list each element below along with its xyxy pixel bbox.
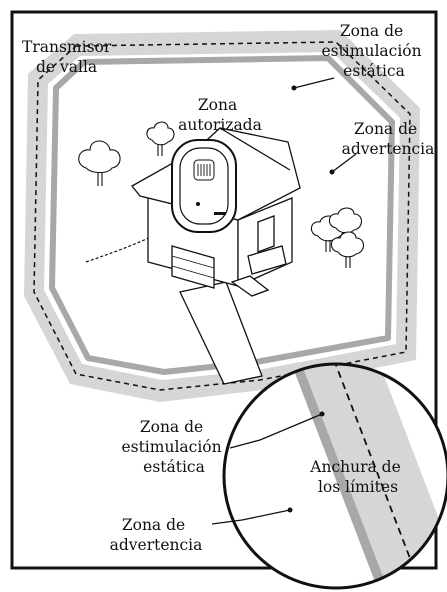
leader-line-static-bottom (229, 413, 323, 449)
label-static-zone-top: Zona de estimulación estática (321, 22, 426, 80)
warning-zone-line (49, 55, 395, 375)
tree-icon (146, 121, 175, 156)
label-transmitter: Transmisor de valla (22, 38, 116, 76)
boundary-detail (290, 364, 447, 588)
leader-line-warning-top (331, 153, 357, 173)
tree-icon (330, 231, 365, 268)
static-zone-line (33, 41, 411, 391)
fence-transmitter-icon (171, 139, 237, 233)
leader-line-warning-bottom (211, 509, 291, 525)
label-boundary-width: Anchura de los límites (309, 458, 405, 496)
transmitter-wire (85, 219, 183, 263)
label-warning-zone-top: Zona de advertencia (342, 120, 435, 158)
label-warning-zone-bottom: Zona de advertencia (110, 516, 203, 554)
label-authorized-zone: Zona autorizada (178, 96, 262, 134)
leader-line-static-top (293, 77, 335, 89)
label-static-zone-bottom: Zona de estimulación estática (121, 418, 226, 476)
tree-icon (78, 140, 121, 186)
magnifier-outline (222, 362, 447, 590)
